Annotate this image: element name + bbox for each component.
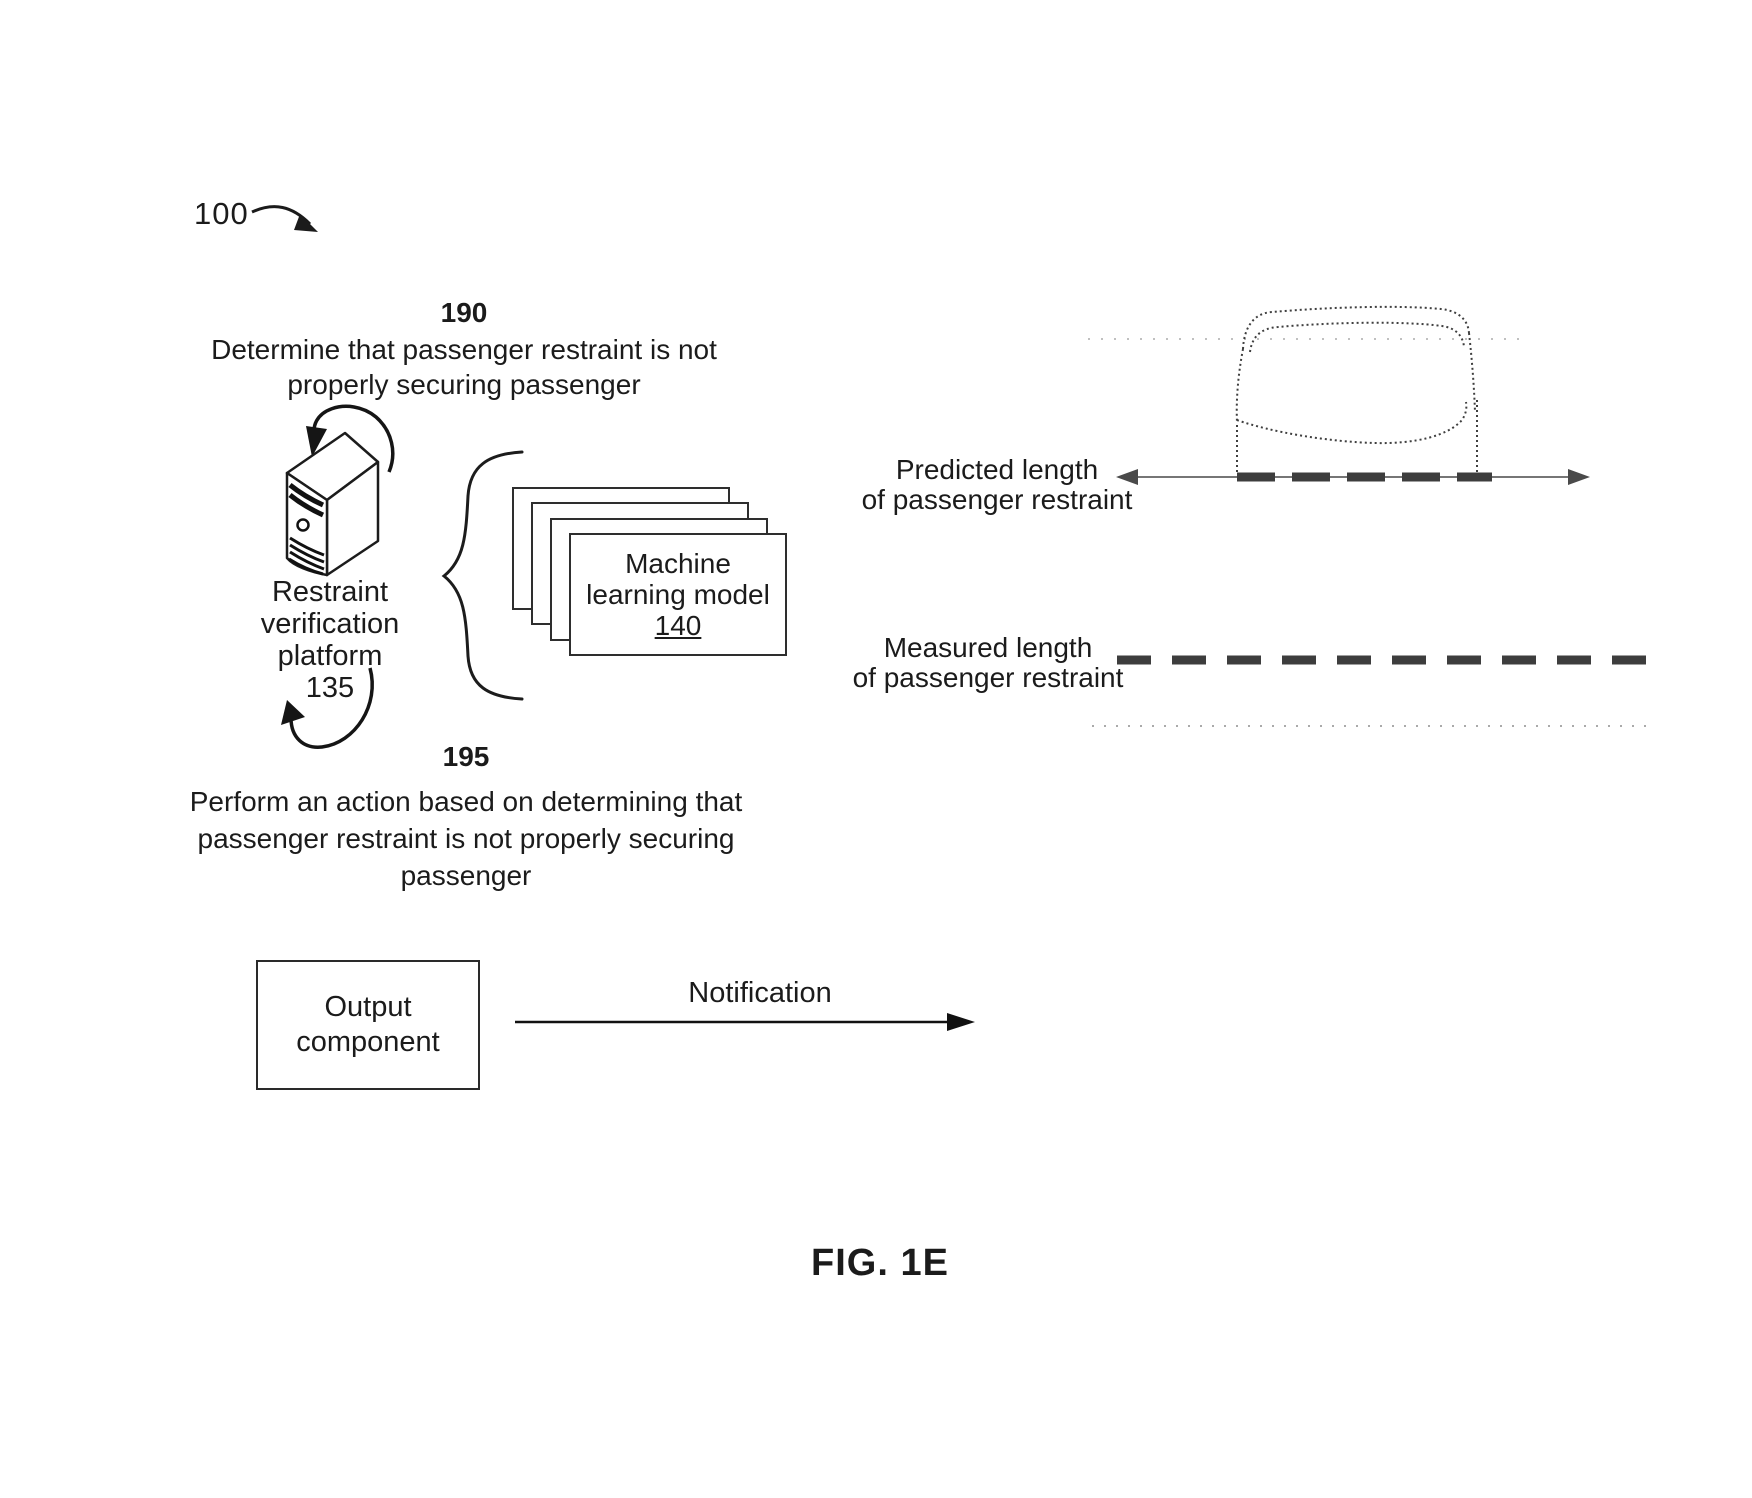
measured-length-line-2: of passenger restraint — [852, 662, 1124, 693]
predicted-length-label: Predicted length of passenger restraint — [847, 455, 1147, 515]
output-component-box: Output component — [256, 960, 480, 1090]
platform-label-line-2: verification — [260, 608, 400, 640]
ml-model-line-1: Machine — [625, 548, 731, 579]
figure-title: FIG. 1E — [811, 1242, 949, 1284]
step-195-block: 195 Perform an action based on determini… — [166, 742, 766, 894]
platform-label: Restraint verification platform 135 — [230, 576, 430, 704]
curly-brace — [441, 450, 524, 701]
ml-model-card: Machine learning model 140 — [569, 533, 787, 656]
platform-label-line-3: platform — [277, 640, 383, 672]
rotation-arrow-top-icon — [306, 404, 395, 473]
notification-label: Notification — [688, 977, 832, 1009]
figure-ref-label: 100 — [194, 196, 249, 231]
step-190-block: 190 Determine that passenger restraint i… — [164, 297, 764, 402]
ml-model-line-2: learning model — [586, 579, 770, 610]
step-190-text-line-2: properly securing passenger — [287, 369, 641, 400]
restraint-length-diagram — [1088, 305, 1650, 727]
output-component-line-1: Output — [324, 991, 412, 1023]
step-195-text-line-2: passenger restraint is not properly secu… — [197, 823, 735, 854]
platform-ref-label: 135 — [305, 672, 355, 704]
predicted-length-line-2: of passenger restraint — [861, 484, 1133, 515]
platform-label-line-1: Restraint — [271, 576, 389, 608]
rotation-arrow-bottom-icon — [281, 667, 374, 749]
ml-model-ref-label: 140 — [654, 610, 702, 641]
measured-length-line-1: Measured length — [883, 632, 1093, 663]
seat-sketch — [1235, 305, 1478, 474]
figure-ref-arrow-icon — [251, 205, 318, 232]
step-190-text-line-1: Determine that passenger restraint is no… — [211, 334, 717, 365]
predicted-length-line-1: Predicted length — [895, 454, 1099, 485]
output-component-line-2: component — [296, 1026, 440, 1058]
step-195-text-line-1: Perform an action based on determining t… — [189, 786, 743, 817]
measured-length-label: Measured length of passenger restraint — [838, 633, 1138, 693]
step-195-text-line-3: passenger — [400, 860, 532, 891]
predicted-length-arrow — [1116, 469, 1590, 485]
notification-arrow-icon — [515, 1013, 975, 1031]
step-195-number: 195 — [442, 741, 490, 772]
step-190-number: 190 — [440, 297, 488, 328]
server-icon — [285, 404, 395, 577]
